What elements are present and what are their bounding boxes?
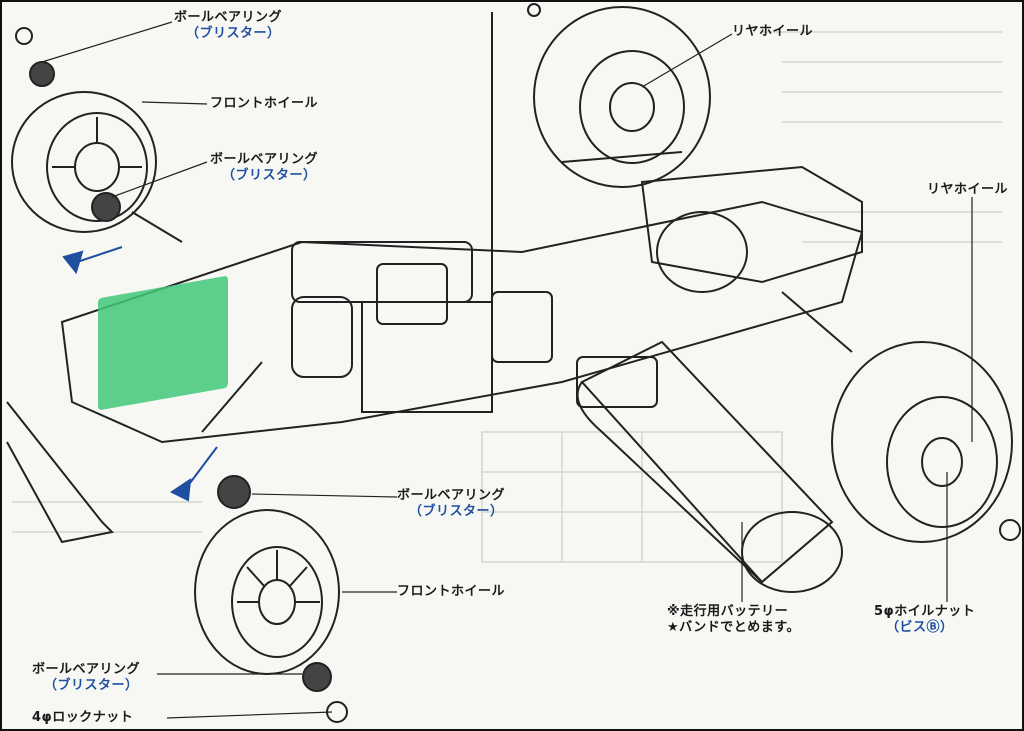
ball-bearing-text: ボールベアリング [32,662,141,677]
chassis-plate [6,3,864,544]
bearing-bottom [217,475,348,723]
rear-wheel-right [831,341,1021,543]
label-wheel-nut: 5φホイルナット （ビスⒷ） [874,604,975,636]
label-front-wheel-top: フロントホイール [210,96,319,111]
rear-wheel-top [533,6,711,188]
label-rear-wheel-top: リヤホイール [732,24,814,39]
leader-lines [41,21,973,719]
blister-text: （ブリスター） [186,26,281,41]
blister-text: （ブリスター） [44,678,139,693]
ball-bearing-text: ボールベアリング [174,10,283,25]
blister-text: （ブリスター） [222,168,317,183]
label-ball-bearing-3: ボールベアリング （ブリスター） [397,488,505,520]
label-lock-nut: 4φロックナット [32,710,134,725]
bearing-top [15,27,121,222]
label-front-wheel-bottom: フロントホイール [397,584,506,599]
pointer-arrows [62,246,218,502]
wheel-nut-text: 5φホイルナット [874,604,976,619]
ball-bearing-text: ボールベアリング [397,488,506,503]
battery-pack [576,340,843,593]
label-ball-bearing-4: ボールベアリング （ブリスター） [32,662,140,694]
front-left-wheel [11,91,157,233]
blister-text: （ブリスター） [409,504,504,519]
battery-line-1: ※走行用バッテリー [667,604,789,619]
highlighted-receiver-box[interactable] [98,275,228,411]
front-bottom-wheel [194,509,340,675]
battery-line-2: ★バンドでとめます。 [667,620,801,635]
label-ball-bearing-top: ボールベアリング （ブリスター） [174,10,282,42]
label-battery: ※走行用バッテリー ★バンドでとめます。 [667,604,800,636]
label-rear-wheel-right: リヤホイール [927,182,1009,197]
wheel-nut-sub-text: （ビスⒷ） [886,620,954,635]
label-ball-bearing-2: ボールベアリング （ブリスター） [210,152,318,184]
ball-bearing-text: ボールベアリング [210,152,319,167]
